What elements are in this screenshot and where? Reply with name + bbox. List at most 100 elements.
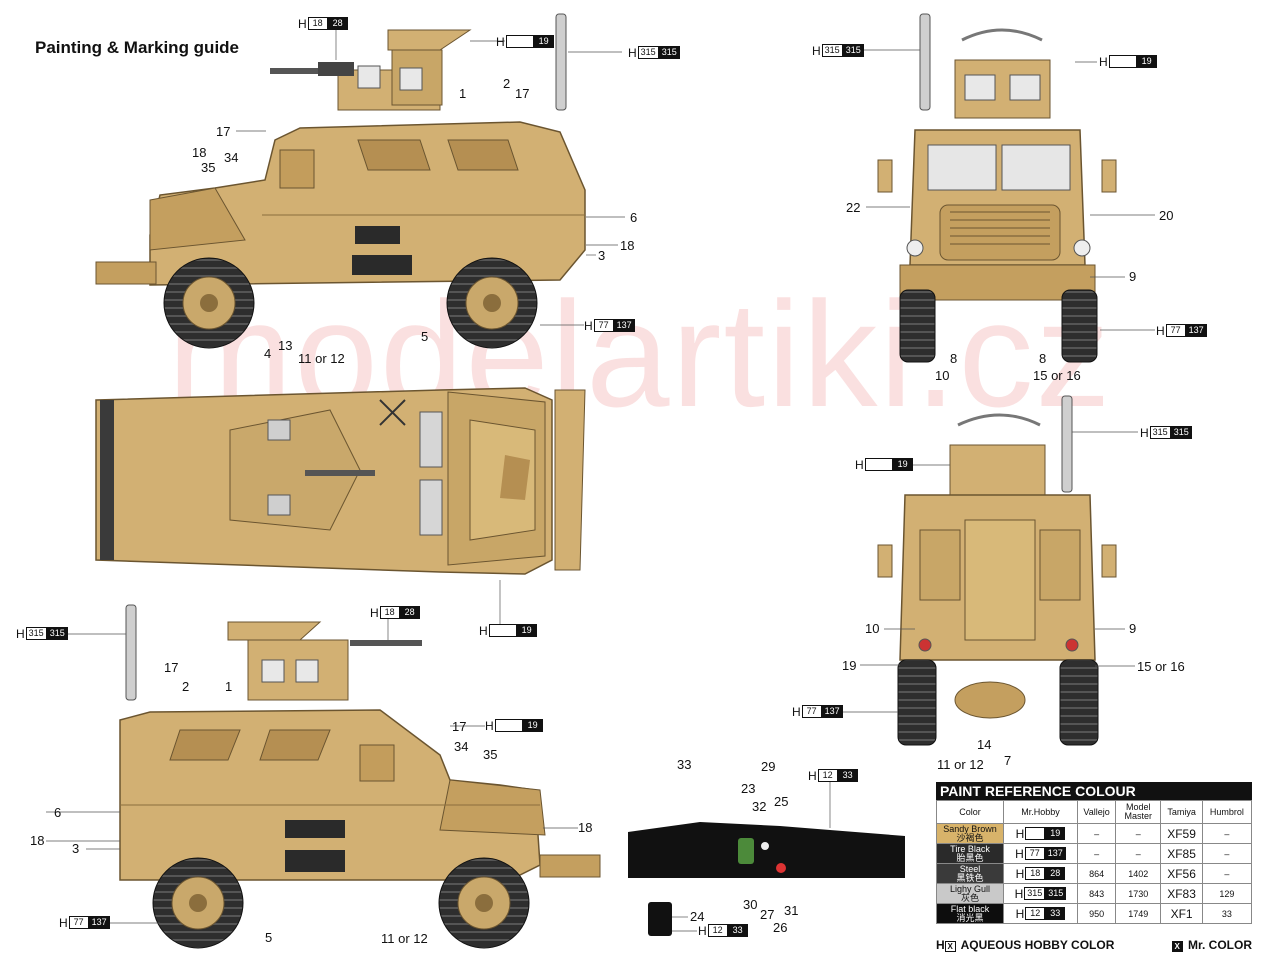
callout-number: 18 <box>192 145 207 160</box>
color-name: Flat black <box>950 903 990 914</box>
hobby-code: 315 <box>1024 887 1046 900</box>
column-header: Color <box>936 800 1004 824</box>
column-header: Mr.Hobby <box>1003 800 1078 824</box>
model-master-cell: – <box>1115 843 1162 864</box>
column-header: Model Master <box>1115 800 1162 824</box>
h-prefix: H <box>1014 886 1024 901</box>
callout-number: 1 <box>225 679 233 694</box>
callout-number: 22 <box>846 200 861 215</box>
callout-number: 11 or 12 <box>937 757 984 772</box>
h-prefix: H <box>1015 906 1025 921</box>
model-master-cell: 1730 <box>1115 883 1162 904</box>
callout-number: 2 <box>503 76 511 91</box>
side-view-left <box>95 13 586 349</box>
aqueous-mark: H <box>936 938 945 952</box>
hobby-code: 12 <box>1025 907 1046 920</box>
mrcolor-code: 315 <box>1045 887 1067 900</box>
callout-number: 11 or 12 <box>381 931 428 946</box>
color-name-cn: 胎黑色 <box>956 852 984 863</box>
callout-number: 3 <box>72 841 80 856</box>
mrcolor-legend: X Mr. COLOR <box>1171 938 1252 952</box>
callout-number: 9 <box>1129 621 1137 636</box>
color-name: Sandy Brown <box>943 823 997 834</box>
page-title: Painting & Marking guide <box>35 38 240 57</box>
callout-number: 34 <box>224 150 239 165</box>
mrcolor-label: Mr. COLOR <box>1187 938 1252 952</box>
color-name: Lighy Gull <box>949 883 991 894</box>
column-header: Vallejo <box>1076 800 1117 824</box>
callout-number: 19 <box>842 658 857 673</box>
callout-number: 34 <box>454 739 469 754</box>
callout-number: 7 <box>1004 753 1012 768</box>
callout-number: 32 <box>752 799 767 814</box>
callout-number: 23 <box>741 781 756 796</box>
callout-number: 20 <box>1159 208 1174 223</box>
h-prefix: H <box>1015 846 1024 861</box>
color-name-cn: 灰色 <box>960 892 979 903</box>
color-name: Steel <box>959 863 981 874</box>
callout-number: 5 <box>265 930 273 945</box>
callout-number: 11 or 12 <box>298 351 345 366</box>
vallejo-cell: 864 <box>1076 863 1117 884</box>
top-view <box>95 387 586 575</box>
humbrol-cell: 33 <box>1201 903 1253 924</box>
callout-number: 6 <box>54 805 62 820</box>
h-prefix: H <box>1015 866 1025 881</box>
tamiya-cell: XF56 <box>1160 863 1203 884</box>
callout-number: 26 <box>773 920 788 935</box>
column-header: Humbrol <box>1201 800 1253 824</box>
rear-view <box>877 395 1117 746</box>
callout-number: 5 <box>421 329 429 344</box>
paint-table: Color Mr.Hobby Vallejo Model Master Tami… <box>936 800 1253 924</box>
humbrol-cell: – <box>1201 843 1253 864</box>
dashboard-view <box>628 822 905 936</box>
h-prefix: H <box>1015 826 1025 841</box>
callout-number: 10 <box>865 621 880 636</box>
vallejo-cell: 843 <box>1076 883 1117 904</box>
humbrol-cell: – <box>1201 823 1253 844</box>
callout-number: 17 <box>452 719 467 734</box>
callout-number: 1 <box>459 86 467 101</box>
tamiya-cell: XF59 <box>1160 823 1203 844</box>
table-title: PAINT REFERENCE COLOUR <box>936 782 1252 800</box>
column-header: Tamiya <box>1160 800 1203 824</box>
callout-number: 18 <box>620 238 635 253</box>
vallejo-cell: – <box>1076 843 1117 864</box>
front-view <box>877 13 1117 363</box>
callout-number: 18 <box>30 833 45 848</box>
callout-number: 30 <box>743 897 758 912</box>
hobby-code: 77 <box>1024 847 1045 860</box>
callout-number: 15 or 16 <box>1033 368 1081 383</box>
color-name-cn: 黑铁色 <box>956 872 984 883</box>
callout-number: 29 <box>761 759 776 774</box>
callout-number: 27 <box>760 907 775 922</box>
hobby-code: 18 <box>1025 867 1046 880</box>
